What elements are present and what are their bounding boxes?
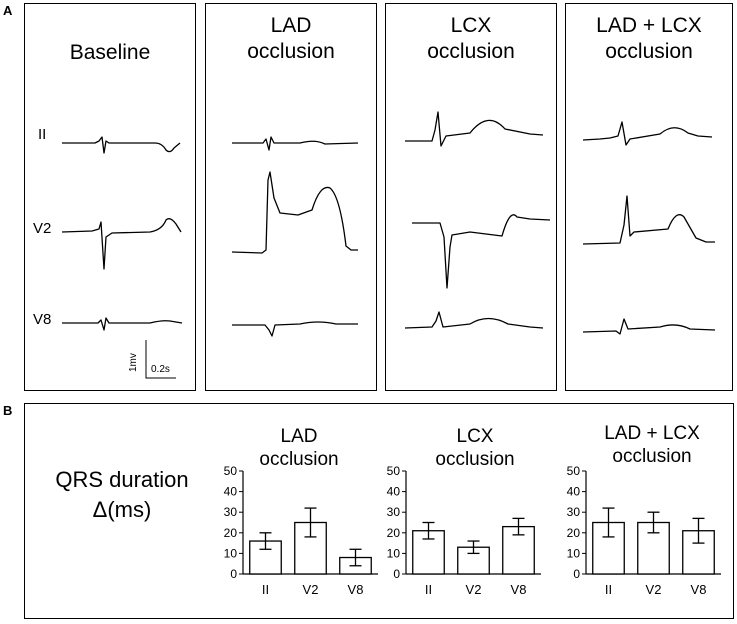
chart-title-line2: occlusion: [259, 449, 339, 470]
scale-bar: [145, 340, 176, 379]
panel-b-box: QRS duration Δ(ms) LAD occlusion LCX occ…: [24, 403, 734, 619]
x-tick-label: V8: [511, 582, 527, 597]
trace-ladlcx-ii: [582, 121, 713, 146]
trace-lad-v2: [231, 171, 358, 254]
chart-title-line1: LAD: [280, 426, 318, 447]
bar: [457, 546, 490, 575]
x-tick-label: V2: [646, 582, 662, 597]
y-tick-label: 40: [224, 485, 238, 499]
chart-title-line1: LCX: [456, 426, 494, 447]
x-tick-label: V8: [691, 582, 707, 597]
y-tick-label: 40: [387, 485, 401, 499]
trace-lcx-v2: [412, 214, 551, 289]
lead-label-v2: V2: [33, 220, 52, 237]
y-tick-label: 50: [224, 466, 238, 478]
chart-title-lad: LAD occlusion: [234, 425, 364, 471]
column-title-line2: occlusion: [427, 40, 515, 63]
y-tick-label: 0: [393, 567, 400, 581]
column-title-lad: LAD occlusion: [206, 13, 376, 65]
bar: [682, 530, 715, 575]
chart-title-line2: occlusion: [612, 446, 692, 467]
scale-voltage-label: 1mv: [128, 353, 139, 372]
trace-baseline-ii: [62, 136, 181, 154]
y-tick-label: 20: [387, 526, 401, 540]
column-title-lcx: LCX occlusion: [386, 13, 556, 65]
trace-lcx-ii: [405, 111, 544, 147]
column-title-baseline: Baseline: [25, 40, 195, 66]
x-tick-label: II: [425, 582, 432, 597]
trace-baseline-v8: [62, 317, 183, 331]
x-tick-label: II: [262, 582, 269, 597]
x-tick-label: V8: [348, 582, 364, 597]
y-tick-label: 50: [567, 466, 581, 478]
chart-title-line1: LAD + LCX: [604, 423, 700, 444]
y-tick-label: 30: [567, 505, 581, 519]
qrs-label-line1: QRS duration: [55, 467, 189, 492]
panel-b-label: B: [3, 403, 13, 418]
chart-title-lcx: LCX occlusion: [410, 425, 540, 471]
column-title-line2: occlusion: [605, 40, 693, 63]
y-tick-label: 0: [230, 567, 237, 581]
trace-lad-v8: [232, 321, 358, 337]
y-tick-label: 10: [567, 546, 581, 560]
x-tick-label: II: [605, 582, 612, 597]
y-tick-label: 50: [387, 466, 401, 478]
x-tick-label: V2: [466, 582, 482, 597]
scale-time-label: 0.2s: [151, 364, 170, 375]
column-title-line1: LAD + LCX: [596, 14, 702, 37]
ecg-column-baseline: Baseline: [24, 3, 196, 391]
ecg-column-lad: LAD occlusion: [205, 3, 377, 391]
trace-lad-ii: [232, 136, 359, 151]
column-title-lad-lcx: LAD + LCX occlusion: [566, 13, 732, 65]
y-tick-label: 40: [567, 485, 581, 499]
lead-label-ii: II: [38, 126, 47, 143]
y-tick-label: 10: [224, 546, 238, 560]
column-title-line1: LCX: [450, 14, 492, 37]
trace-lcx-v8: [404, 311, 544, 329]
chart-title-line2: occlusion: [435, 449, 515, 470]
y-tick-label: 20: [224, 526, 238, 540]
trace-ladlcx-v8: [582, 318, 716, 335]
trace-ladlcx-v2: [582, 195, 715, 245]
chart-title-lad-lcx: LAD + LCX occlusion: [577, 422, 727, 468]
column-title-line1: LAD: [270, 14, 312, 37]
qrs-label-line2: Δ(ms): [92, 497, 152, 522]
x-tick-label: V2: [303, 582, 319, 597]
y-tick-label: 20: [567, 526, 581, 540]
ecg-column-lad-lcx: LAD + LCX occlusion: [565, 3, 733, 391]
column-title-line1: Baseline: [69, 41, 151, 64]
y-tick-label: 30: [387, 505, 401, 519]
qrs-duration-label: QRS duration Δ(ms): [37, 465, 207, 525]
panel-a-label: A: [3, 3, 13, 18]
column-title-line2: occlusion: [247, 40, 335, 63]
lead-label-v8: V8: [33, 311, 52, 328]
y-tick-label: 10: [387, 546, 401, 560]
ecg-column-lcx: LCX occlusion: [385, 3, 557, 391]
y-tick-label: 30: [224, 505, 238, 519]
y-tick-label: 0: [573, 567, 580, 581]
ecg-traces: [61, 111, 716, 379]
trace-baseline-v2: [61, 218, 182, 270]
